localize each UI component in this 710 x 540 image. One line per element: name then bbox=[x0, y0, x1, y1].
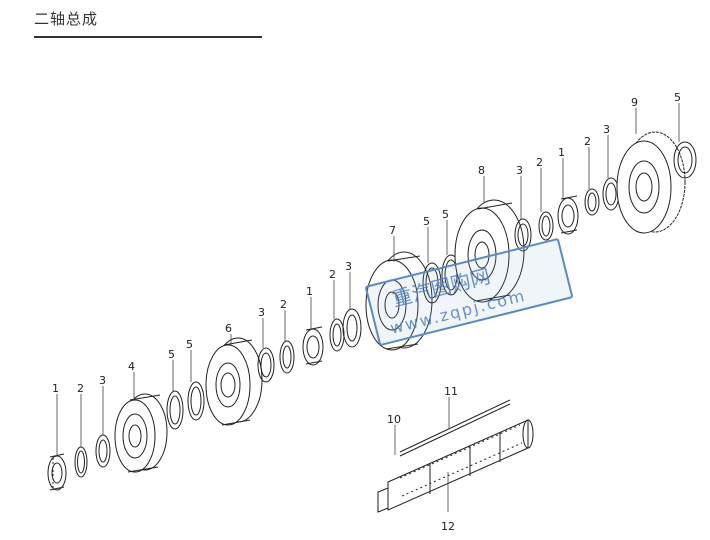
part-needle-bearing-1 bbox=[47, 453, 67, 491]
callout-5: 5 bbox=[423, 215, 430, 228]
callout-2: 2 bbox=[280, 298, 287, 311]
callout-1: 1 bbox=[558, 146, 565, 159]
callout-3: 3 bbox=[99, 374, 106, 387]
callout-5: 5 bbox=[186, 338, 193, 351]
diagram-title: 二轴总成 bbox=[34, 10, 99, 28]
callout-2: 2 bbox=[536, 156, 543, 169]
part-ring-5e bbox=[673, 141, 697, 179]
callout-6: 6 bbox=[225, 322, 232, 335]
callout-3: 3 bbox=[258, 306, 265, 319]
part-ring-3d bbox=[514, 218, 532, 252]
part-ring-2d bbox=[538, 211, 554, 241]
title-underline bbox=[34, 36, 262, 38]
callout-3: 3 bbox=[345, 260, 352, 273]
part-ring-2e bbox=[584, 188, 600, 216]
leader-lines bbox=[56, 103, 680, 512]
part-needle-bearing-1b bbox=[302, 326, 324, 366]
callout-12: 12 bbox=[441, 520, 455, 533]
part-pin-11 bbox=[399, 399, 511, 457]
callout-2: 2 bbox=[329, 268, 336, 281]
callout-2: 2 bbox=[584, 135, 591, 148]
part-ring-2 bbox=[74, 446, 88, 478]
part-ring-5c bbox=[422, 262, 442, 304]
part-gear-8 bbox=[454, 199, 525, 303]
part-gear-6 bbox=[205, 337, 263, 426]
callout-5: 5 bbox=[674, 91, 681, 104]
part-ring-2c bbox=[329, 318, 345, 352]
callout-5: 5 bbox=[168, 348, 175, 361]
part-main-shaft-12 bbox=[377, 419, 534, 513]
callout-10: 10 bbox=[387, 413, 401, 426]
part-ring-3b bbox=[257, 347, 275, 383]
callout-9: 9 bbox=[631, 96, 638, 109]
callout-4: 4 bbox=[128, 360, 135, 373]
callout-3: 3 bbox=[516, 164, 523, 177]
callout-8: 8 bbox=[478, 164, 485, 177]
part-ring-5b bbox=[187, 381, 205, 421]
part-gear-4 bbox=[114, 393, 168, 473]
callout-11: 11 bbox=[444, 385, 458, 398]
callout-2: 2 bbox=[77, 382, 84, 395]
callout-7: 7 bbox=[389, 224, 396, 237]
part-needle-bearing-1c bbox=[557, 195, 579, 235]
part-gear-9 bbox=[616, 131, 686, 234]
part-ring-3c bbox=[342, 308, 362, 348]
part-ring-2b bbox=[279, 340, 295, 374]
callout-1: 1 bbox=[306, 285, 313, 298]
callout-3: 3 bbox=[603, 123, 610, 136]
callout-5: 5 bbox=[442, 208, 449, 221]
callout-1: 1 bbox=[52, 382, 59, 395]
part-ring-5a bbox=[166, 390, 184, 430]
part-ring-3 bbox=[95, 434, 111, 468]
